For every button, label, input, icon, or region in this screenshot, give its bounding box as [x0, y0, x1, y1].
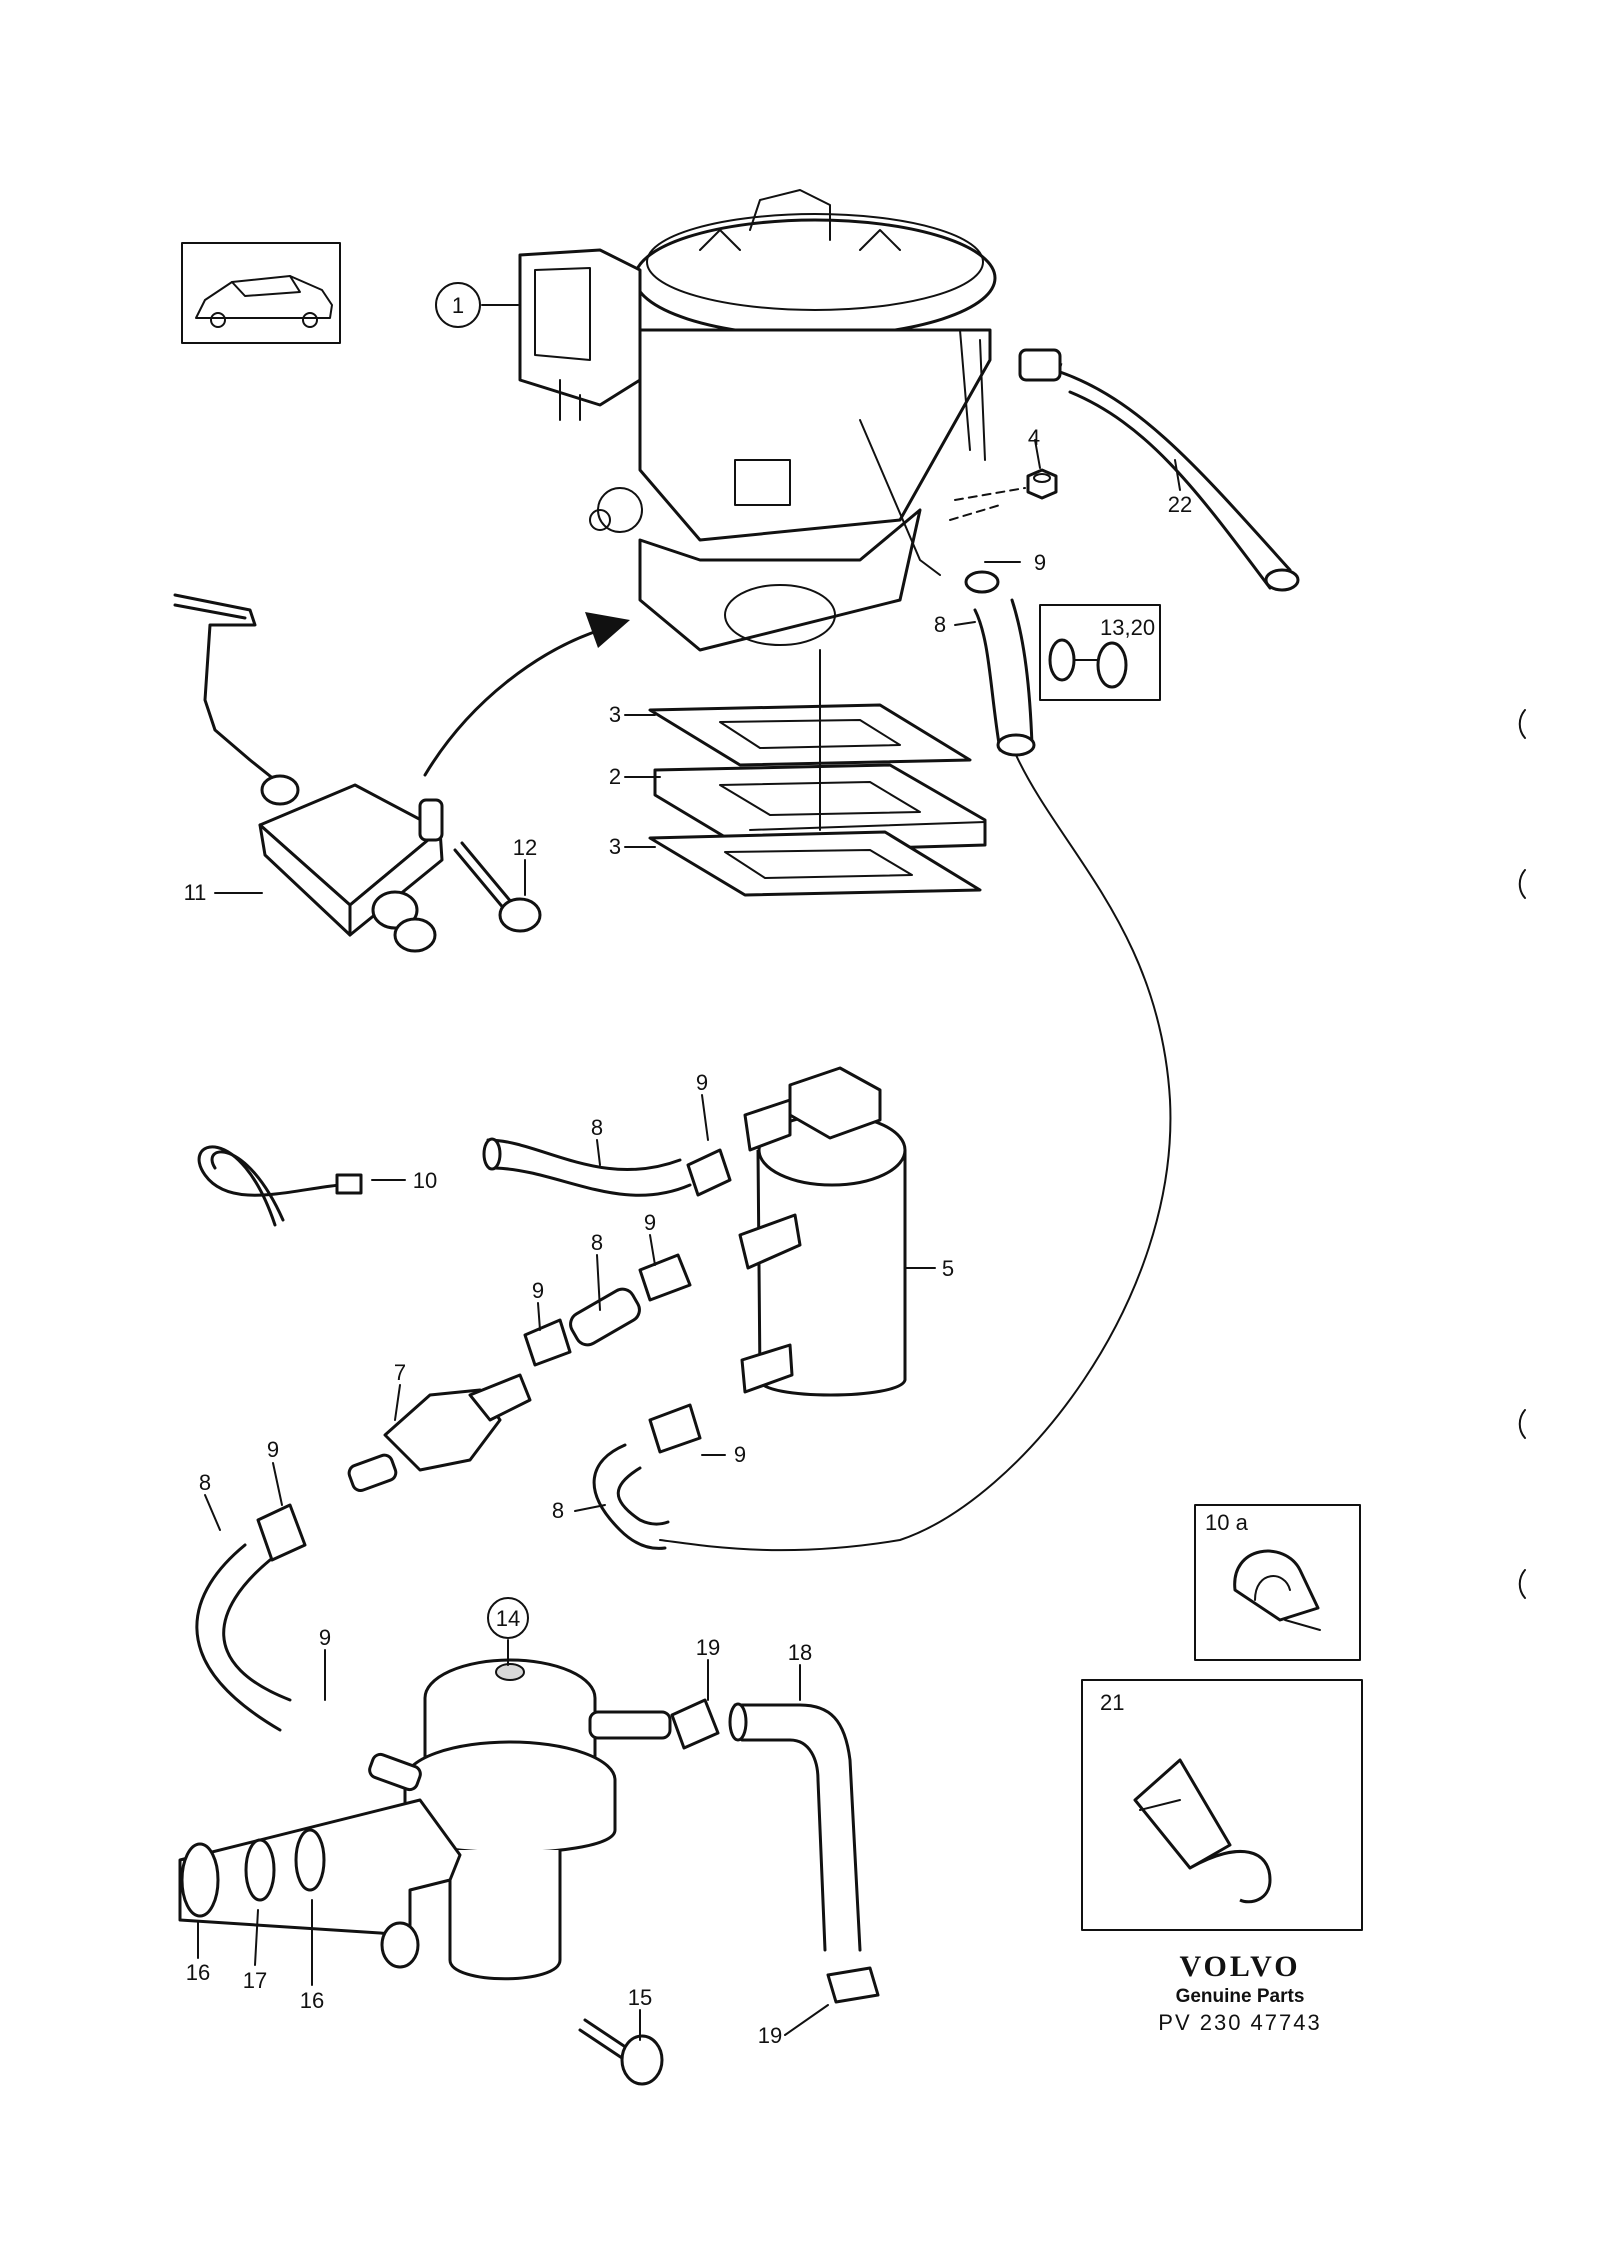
hose-8-canister-top [482, 1137, 732, 1197]
callout-3: 3 [609, 702, 621, 727]
direction-arrow [423, 612, 630, 777]
callout-19: 19 [696, 1635, 720, 1660]
callout-7: 7 [394, 1360, 406, 1385]
hose-8-left [195, 1503, 307, 1732]
callout-9: 9 [319, 1625, 331, 1650]
callout-9: 9 [734, 1442, 746, 1467]
hose-8-upper [659, 570, 1172, 1552]
callout-2: 2 [609, 764, 621, 789]
hose-18 [670, 1698, 880, 2004]
hose-8-short [523, 1253, 692, 1367]
callout-18: 18 [788, 1640, 812, 1665]
gasket-lower [648, 830, 982, 897]
leader-lines [197, 304, 1181, 2041]
inset-21 [1081, 1679, 1363, 1931]
hose-8-lower-right [592, 1403, 702, 1550]
callout-9: 9 [267, 1437, 279, 1462]
callout-5: 5 [942, 1256, 954, 1281]
inset-21-label: 21 [1100, 1690, 1124, 1715]
callout-22: 22 [1168, 492, 1192, 517]
callout-3: 3 [609, 834, 621, 859]
vehicle-thumbnail [181, 242, 341, 344]
callout-16: 16 [300, 1988, 324, 2013]
fuel-pump [368, 1658, 672, 1981]
callout-15: 15 [628, 1985, 652, 2010]
callout-9: 9 [696, 1070, 708, 1095]
brand-subtitle: Genuine Parts [1175, 1986, 1305, 2007]
gasket-upper [648, 703, 972, 767]
screw-12 [453, 841, 542, 933]
callout-17: 17 [243, 1968, 267, 1993]
throttle-regulator [173, 593, 444, 953]
fuel-filter-canister [738, 1066, 907, 1397]
inline-fuel-filter [347, 1373, 532, 1492]
callout-8: 8 [591, 1115, 603, 1140]
brand-block: VOLVO Genuine Parts PV 230 47743 [1120, 1950, 1360, 2036]
callout-8: 8 [199, 1470, 211, 1495]
callout-4: 4 [1028, 425, 1040, 450]
callout-10: 10 [413, 1168, 437, 1193]
inset-10a [1194, 1504, 1361, 1661]
callout-8: 8 [591, 1230, 603, 1255]
callout-11: 11 [184, 880, 207, 905]
nut [949, 468, 1058, 521]
callouts: 1 4 22 9 8 13,20 3 2 3 12 11 9 8 10 5 9 … [184, 282, 1249, 2048]
carburetor [518, 189, 997, 652]
volvo-logo: VOLVO [1179, 1950, 1301, 1983]
margin-marks [1518, 709, 1526, 1599]
callout-19: 19 [758, 2023, 782, 2048]
callout-9: 9 [644, 1210, 656, 1235]
callout-9: 9 [1034, 550, 1046, 575]
inset-10a-label: 10 a [1205, 1510, 1249, 1535]
screw-15 [578, 2018, 664, 2086]
callout-14: 14 [496, 1606, 520, 1631]
part-code: PV 230 47743 [1158, 2010, 1322, 2035]
callout-1: 1 [452, 293, 464, 318]
inset-13-20 [1039, 604, 1161, 701]
callout-9: 9 [532, 1278, 544, 1303]
callout-12: 12 [513, 835, 537, 860]
hose-22 [1018, 348, 1300, 592]
callout-8: 8 [934, 612, 946, 637]
cable-tie [197, 1145, 363, 1227]
callout-16: 16 [186, 1960, 210, 1985]
callout-8: 8 [552, 1498, 564, 1523]
pump-bracket [178, 1798, 462, 1969]
callout-13-20: 13,20 [1100, 615, 1155, 640]
